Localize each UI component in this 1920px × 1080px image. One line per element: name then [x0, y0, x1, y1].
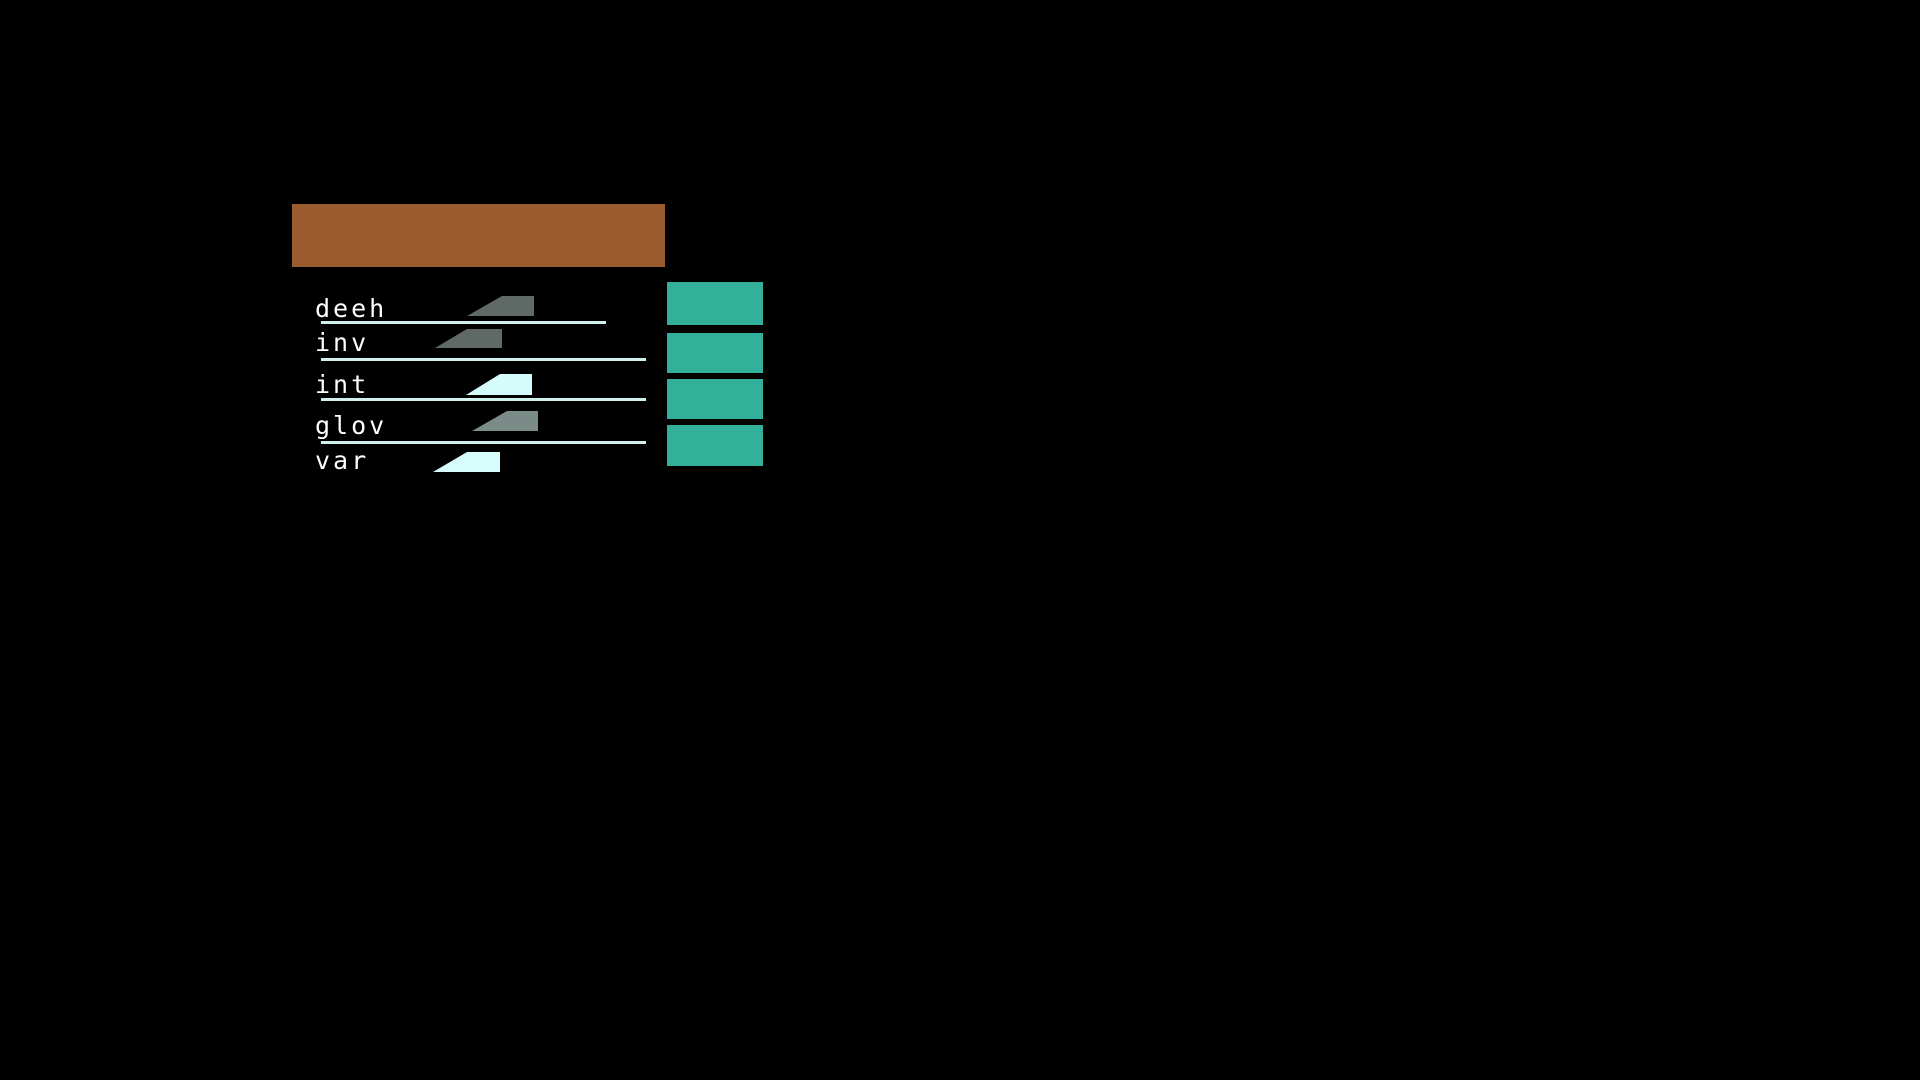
side-box-4[interactable]	[667, 425, 763, 466]
side-box-2[interactable]	[667, 333, 763, 373]
row-label-deeh[interactable]: deeh	[315, 294, 388, 323]
row-label-glov[interactable]: glov	[315, 411, 388, 440]
gauge-icon-int	[466, 374, 532, 395]
row-label-int[interactable]: int	[315, 370, 370, 399]
side-box-3[interactable]	[667, 379, 763, 419]
row-divider-inv	[321, 358, 646, 361]
row-divider-deeh	[321, 321, 606, 324]
row-label-var[interactable]: var	[315, 446, 370, 475]
gauge-icon-var	[433, 452, 500, 472]
row-divider-glov	[321, 441, 646, 444]
row-divider-int	[321, 398, 646, 401]
gauge-icon-deeh	[467, 296, 534, 316]
gauge-icon-inv	[435, 329, 502, 348]
header-bar	[292, 204, 665, 267]
side-box-1[interactable]	[667, 282, 763, 325]
row-label-inv[interactable]: inv	[315, 328, 370, 357]
gauge-icon-glov	[472, 411, 538, 431]
